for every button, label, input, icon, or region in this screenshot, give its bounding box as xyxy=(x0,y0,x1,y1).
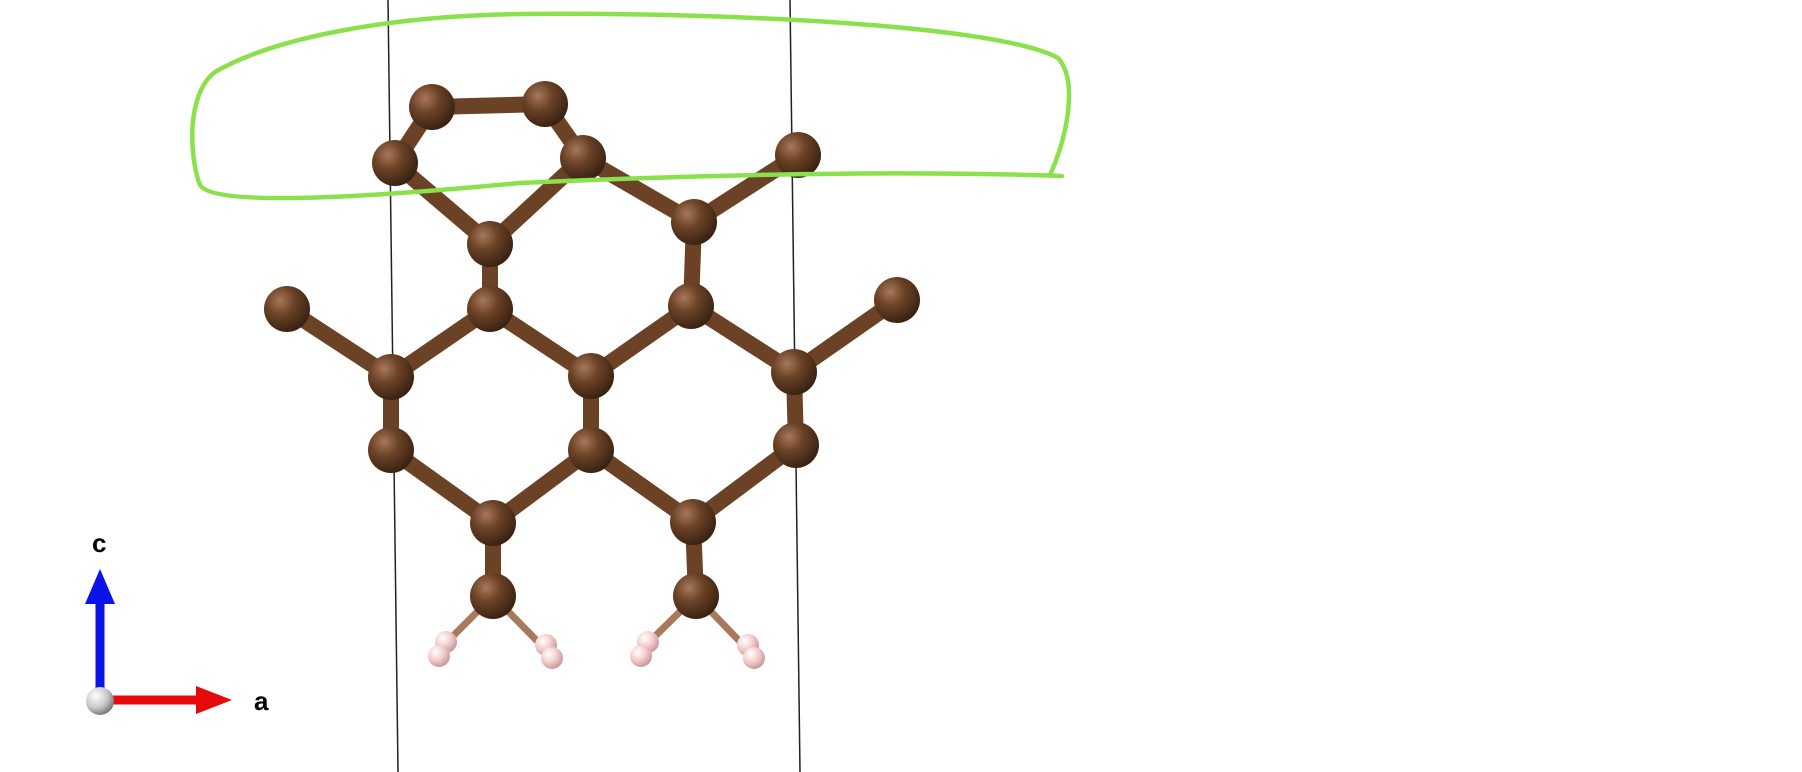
hydrogen-atom[interactable] xyxy=(541,647,563,669)
carbon-atom[interactable] xyxy=(264,286,310,332)
carbon-atom[interactable] xyxy=(670,499,716,545)
carbon-atom[interactable] xyxy=(673,573,719,619)
carbon-atom[interactable] xyxy=(467,286,513,332)
carbon-atom[interactable] xyxy=(368,354,414,400)
carbon-atom[interactable] xyxy=(470,573,516,619)
carbon-atom[interactable] xyxy=(671,199,717,245)
carbon-atom[interactable] xyxy=(467,221,513,267)
c-axis-arrowhead xyxy=(85,569,115,604)
atoms xyxy=(264,81,920,669)
hydrogen-atom[interactable] xyxy=(630,645,652,667)
carbon-atom[interactable] xyxy=(568,353,614,399)
annotation-highlight-loop xyxy=(190,11,1072,201)
hydrogen-atom[interactable] xyxy=(428,645,450,667)
axis-indicator: c a xyxy=(85,528,269,716)
carbon-atom[interactable] xyxy=(773,422,819,468)
carbon-atoms xyxy=(264,81,920,619)
carbon-atom[interactable] xyxy=(470,500,516,546)
carbon-atom[interactable] xyxy=(771,349,817,395)
carbon-atom[interactable] xyxy=(874,277,920,323)
carbon-atom[interactable] xyxy=(568,427,614,473)
a-axis-label: a xyxy=(254,686,269,716)
carbon-atom[interactable] xyxy=(522,81,568,127)
c-axis-label: c xyxy=(92,528,106,558)
carbon-atom[interactable] xyxy=(409,84,455,130)
hydrogen-atoms xyxy=(428,631,765,669)
a-axis-arrowhead xyxy=(196,686,232,714)
hydrogen-atom[interactable] xyxy=(743,647,765,669)
carbon-atom[interactable] xyxy=(560,135,606,181)
carbon-atom[interactable] xyxy=(775,132,821,178)
carbon-atom[interactable] xyxy=(372,140,418,186)
carbon-atom[interactable] xyxy=(368,427,414,473)
carbon-atom[interactable] xyxy=(668,283,714,329)
axis-origin-sphere xyxy=(86,687,114,715)
